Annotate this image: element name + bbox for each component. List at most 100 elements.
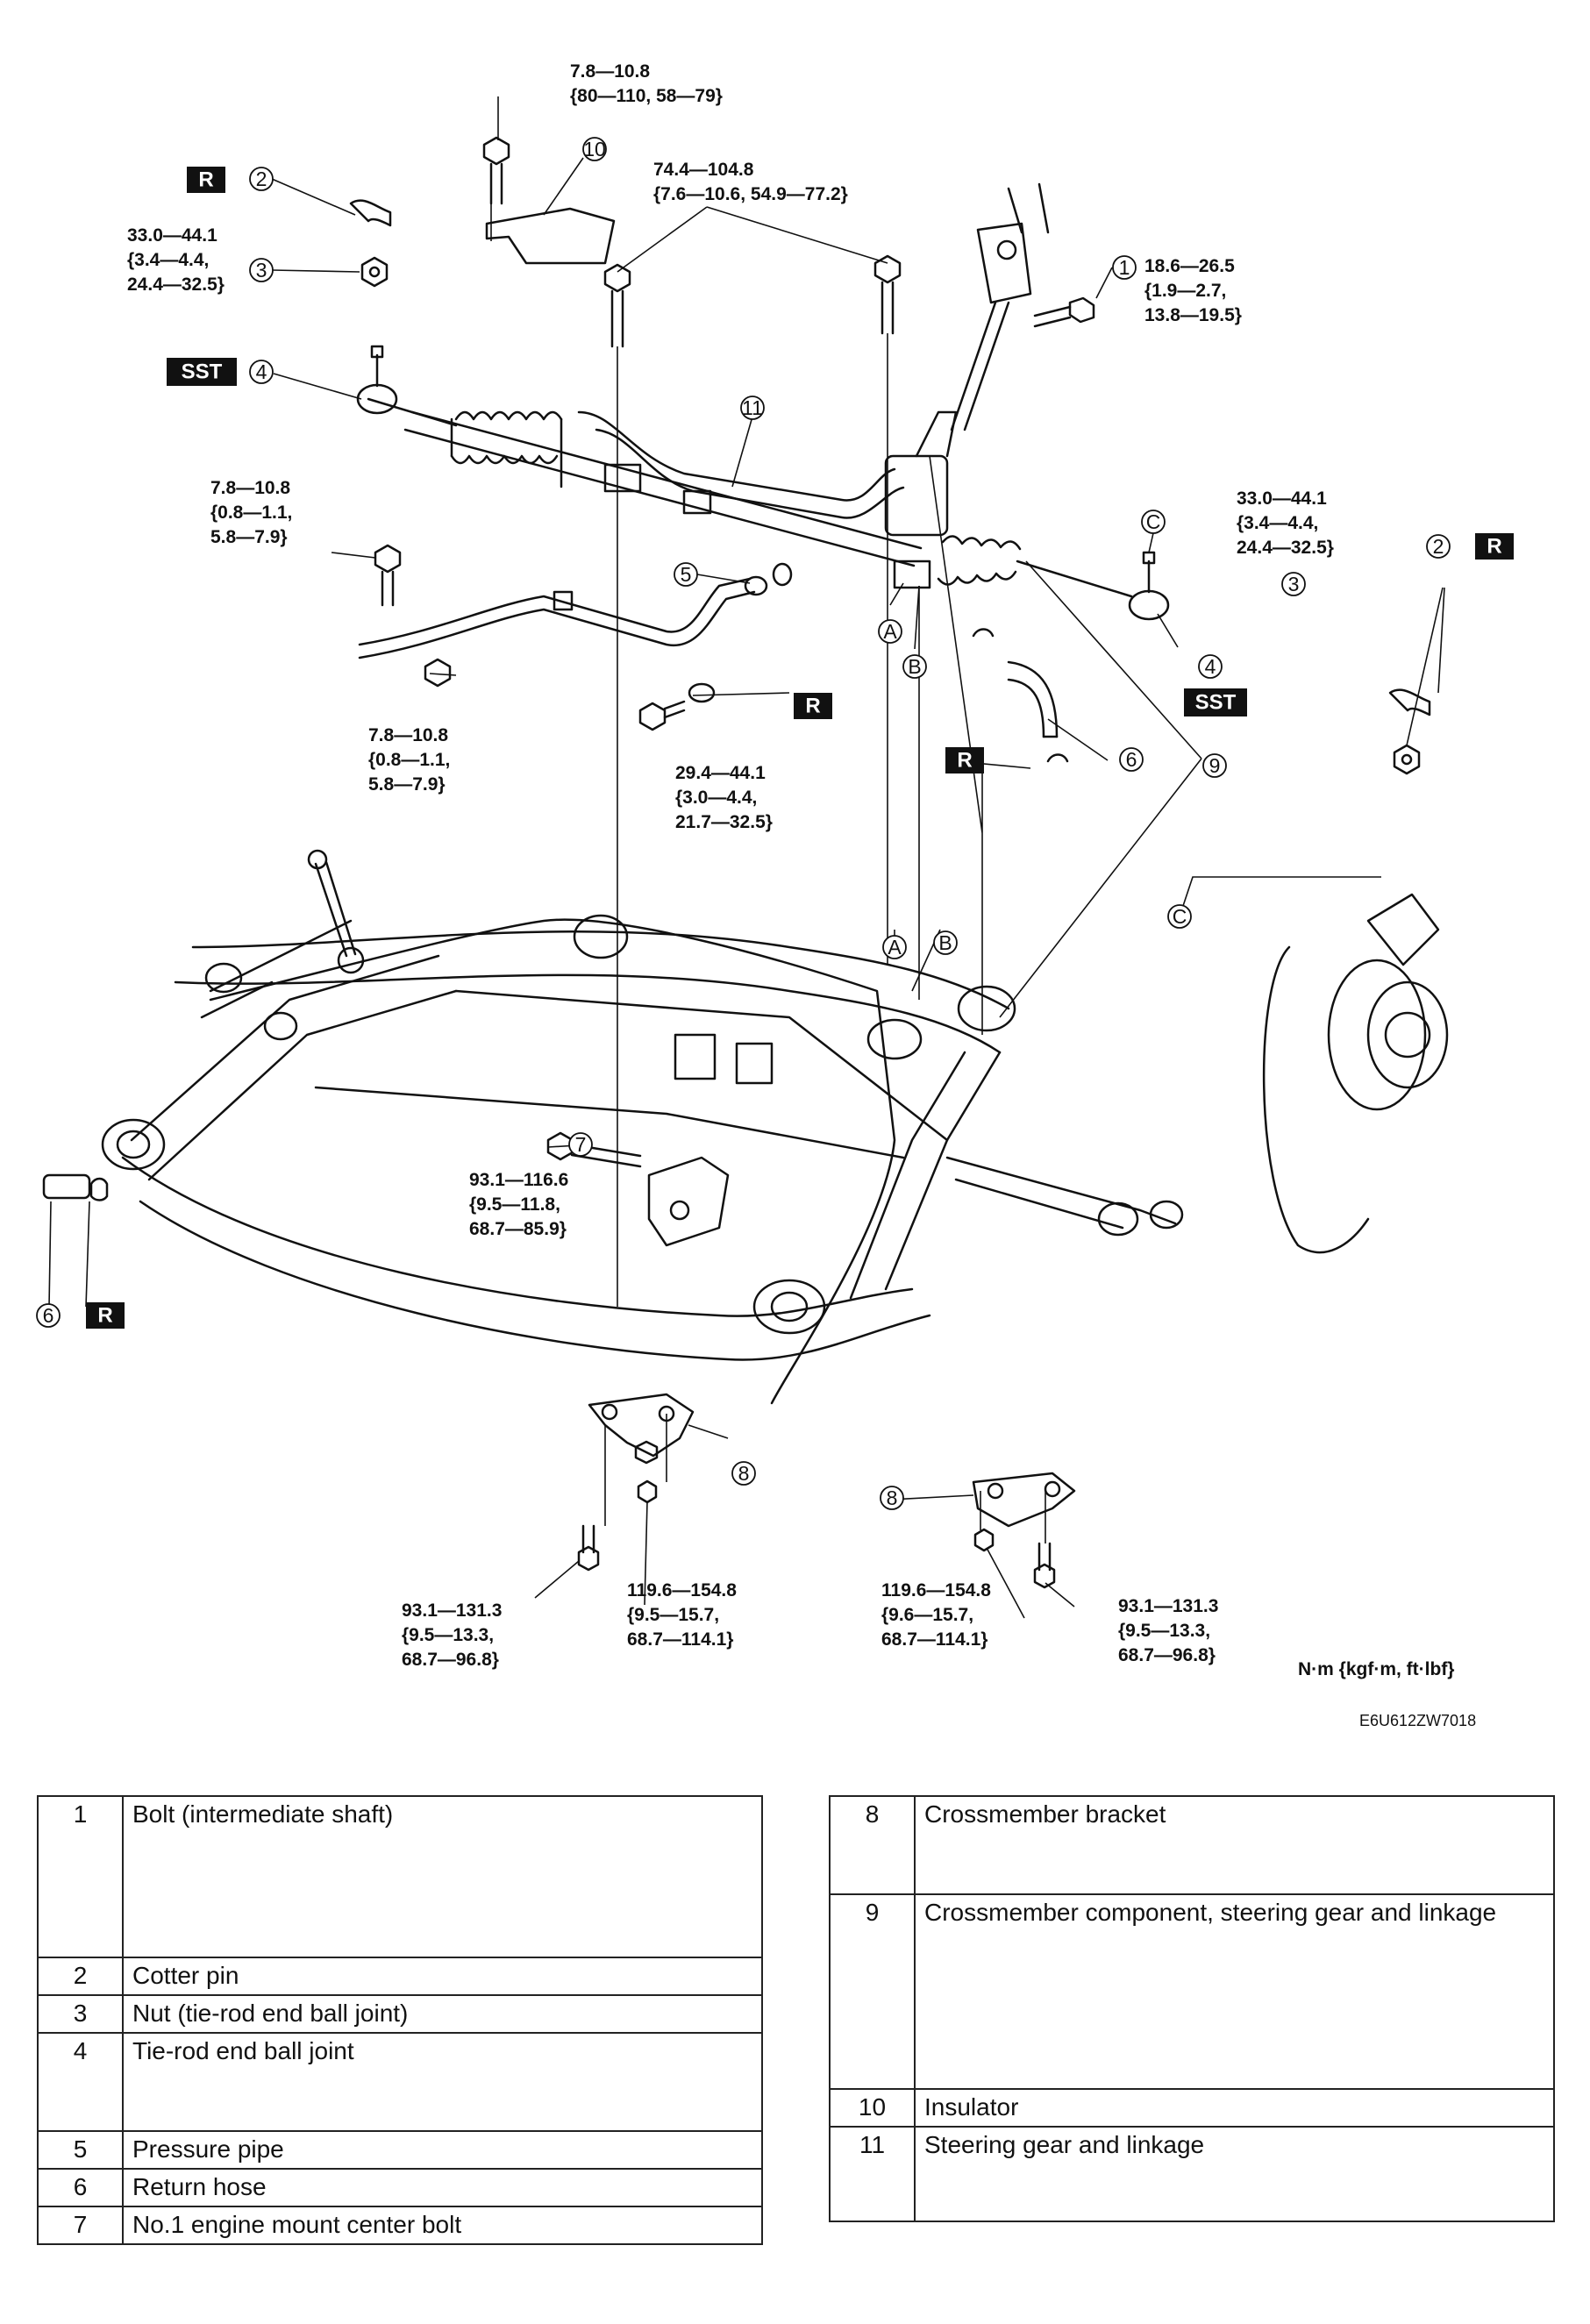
intermediate-shaft [950,182,1050,431]
callout-6-right: 6 [1126,748,1137,771]
torque-bracket-right-bolt: 93.1—131.3{9.5—13.3,68.7—96.8} [1118,1596,1218,1665]
legend-row: 1 Bolt (intermediate shaft) [37,1795,763,1958]
torque-engine-mount: 93.1—116.6{9.5—11.8,68.7—85.9} [469,1170,568,1239]
callout-1: 1 [1119,256,1130,279]
legend-number: 4 [37,2032,124,2132]
callout-8-right: 8 [887,1486,898,1509]
bolt-gear-right [873,254,902,335]
legend-row: 9 Crossmember component, steering gear a… [829,1893,1555,2090]
torque-union-bolt: 29.4—44.1{3.0—4.4,21.7—32.5} [675,763,773,832]
figure-code: E6U612ZW7018 [1359,1712,1476,1729]
callout-C-top: C [1146,510,1161,533]
legend-label: Return hose [122,2168,763,2207]
legend-number: 5 [37,2130,124,2170]
torque-gear-bolts: 74.4—104.8{7.6—10.6, 54.9—77.2} [653,160,848,204]
callout-5: 5 [681,563,692,586]
legend-row: 11 Steering gear and linkage [829,2126,1555,2222]
legend-label: Tie-rod end ball joint [122,2032,763,2132]
union-bolt [638,682,716,731]
replace-tag: R [957,749,972,773]
exploded-diagram: 2 3 4 10 1 11 C 2 3 5 A B 4 6 9 A B C 7 … [36,61,1514,1729]
legend-label: Steering gear and linkage [914,2126,1555,2222]
torque-units-note: N·m {kgf·m, ft·lbf} [1298,1659,1454,1679]
legend-label: Nut (tie-rod end ball joint) [122,1994,763,2034]
torque-nut-right: 33.0—44.1{3.4—4.4,24.4—32.5} [1237,488,1334,558]
legend-label: Bolt (intermediate shaft) [122,1795,763,1958]
callout-A-bottom: A [888,936,902,959]
callout-9: 9 [1209,754,1221,777]
replace-tag: R [805,695,820,718]
callout-11: 11 [742,396,763,419]
legend-row: 3 Nut (tie-rod end ball joint) [37,1994,763,2034]
steering-gear-and-linkage [367,397,1133,598]
bolt-intermediate-shaft [1033,296,1095,328]
legend-number: 11 [829,2126,916,2222]
replace-tag: R [1487,535,1501,559]
replace-tag: R [97,1304,112,1328]
sst-tag: SST [1195,691,1237,715]
cotter-pin-left [349,199,392,227]
bolt-pipe-lower [424,658,452,688]
bolt-gear-left [603,263,631,348]
callout-6-left: 6 [43,1304,54,1327]
steering-knuckle [1262,893,1449,1254]
nut-tie-rod-left [360,256,389,288]
sst-tag: SST [182,360,223,384]
tie-rod-end-right [1128,551,1170,621]
legend-label: Insulator [914,2088,1555,2128]
engine-mount-center-bolt [546,1131,642,1168]
tie-rod-end-left [356,345,398,415]
torque-bracket-left-nut: 119.6—154.8{9.5—15.7,68.7—114.1} [627,1580,737,1650]
torque-bracket-right-nut: 119.6—154.8{9.6—15.7,68.7—114.1} [881,1580,991,1650]
pressure-pipe [358,562,793,659]
callout-3-left: 3 [256,259,267,282]
nut-tie-rod-right [1393,744,1421,775]
legend-label: Crossmember bracket [914,1795,1555,1895]
legend-label: Pressure pipe [122,2130,763,2170]
legend-row: 8 Crossmember bracket [829,1795,1555,1895]
legend-number: 1 [37,1795,124,1958]
insulator [485,207,616,265]
parts-legend-left: 1 Bolt (intermediate shaft) 2 Cotter pin… [37,1795,763,2245]
crossmember [101,849,1184,1405]
bracket-fasteners [577,1479,1056,1589]
legend-row: 5 Pressure pipe [37,2130,763,2170]
legend-row: 6 Return hose [37,2168,763,2207]
callout-8-left: 8 [738,1462,750,1485]
callout-2-right: 2 [1433,535,1444,558]
legend-number: 9 [829,1893,916,2090]
callout-B-top: B [908,655,921,678]
bolt-insulator [482,136,510,205]
callout-B-bottom: B [938,931,952,954]
cotter-pin-right [1388,688,1431,716]
replace-tag: R [198,168,213,192]
callout-A-top: A [883,620,897,643]
legend-number: 3 [37,1994,124,2034]
torque-pipe-upper: 7.8—10.8{0.8—1.1,5.8—7.9} [210,478,292,547]
return-hose [972,628,1069,763]
legend-row: 7 No.1 engine mount center bolt [37,2206,763,2245]
legend-number: 6 [37,2168,124,2207]
callout-7: 7 [575,1133,587,1156]
torque-pipe-lower: 7.8—10.8{0.8—1.1,5.8—7.9} [368,725,450,795]
callout-3-right: 3 [1288,573,1300,595]
callout-2-left: 2 [256,168,267,190]
callout-10: 10 [583,138,606,160]
legend-label: No.1 engine mount center bolt [122,2206,763,2245]
torque-nut-left: 33.0—44.1{3.4—4.4,24.4—32.5} [127,225,225,295]
legend-number: 2 [37,1957,124,1996]
torque-insulator-bolt: 7.8—10.8{80—110, 58—79} [570,61,723,106]
torque-intermediate-shaft: 18.6—26.5{1.9—2.7,13.8—19.5} [1144,256,1242,325]
parts-legend-right: 8 Crossmember bracket 9 Crossmember comp… [829,1795,1555,2222]
crossmember-bracket-right [972,1472,1076,1528]
legend-label: Crossmember component, steering gear and… [914,1893,1555,2090]
torque-bracket-left-bolt: 93.1—131.3{9.5—13.3,68.7—96.8} [402,1600,502,1670]
legend-row: 4 Tie-rod end ball joint [37,2032,763,2132]
legend-row: 10 Insulator [829,2088,1555,2128]
callout-4-left: 4 [256,360,267,383]
legend-label: Cotter pin [122,1957,763,1996]
callout-C-bottom: C [1173,905,1187,928]
legend-number: 7 [37,2206,124,2245]
return-hose-left-fragment [42,1173,109,1201]
bolt-pipe-upper [374,544,402,607]
